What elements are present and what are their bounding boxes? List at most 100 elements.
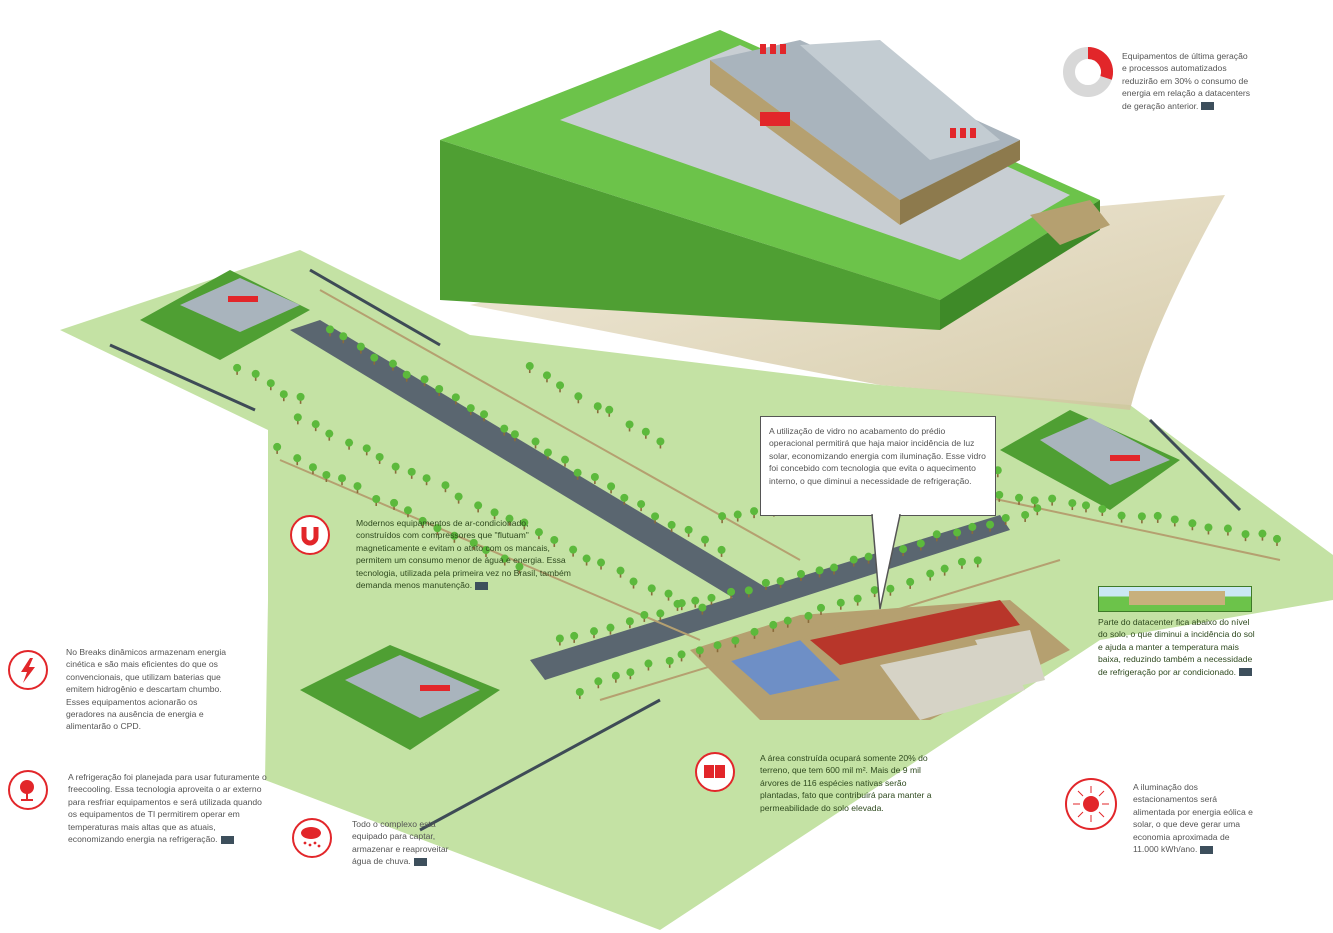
tree [701,535,710,547]
tree [870,586,879,598]
tree [435,385,444,397]
tree [481,546,490,558]
source-badge [220,835,234,844]
tree [626,668,635,680]
tree [474,501,483,513]
platform-side [440,140,940,330]
tree [744,586,753,598]
source-badge [1200,845,1214,854]
tree [1048,494,1057,506]
tree [849,555,858,567]
tree [451,393,460,405]
tree [362,444,371,456]
tree [266,379,275,391]
tree [796,569,805,581]
tree [750,507,759,519]
tree [932,530,941,542]
tree [664,589,673,601]
tree [543,448,552,460]
tree [986,520,995,532]
tree [611,671,620,683]
tree [804,611,813,623]
tree [1117,511,1126,523]
building-e [1000,410,1180,510]
tree [864,552,873,564]
tree [433,524,442,536]
tree [1030,496,1039,508]
tree [500,424,509,436]
tree [853,594,862,606]
tree [1081,501,1090,513]
source-badge [475,581,489,590]
tree [647,584,656,596]
tree [1001,513,1010,525]
tree [620,493,629,505]
tree [616,566,625,578]
tree [731,636,740,648]
tree [251,369,260,381]
note-nobreaks: No Breaks dinâmicos armazenam energia ci… [66,647,227,732]
tree [836,598,845,610]
perimeter [109,268,1242,832]
tree [1137,512,1146,524]
tree [573,468,582,480]
tree [607,482,616,494]
note-aircon: Modernos equipamentos de ar-condicionado… [356,518,571,591]
tree [322,470,331,482]
tree [273,442,282,454]
tree [569,545,578,557]
tree [776,577,785,589]
tree [695,646,704,658]
tree [677,650,686,662]
tree [1188,519,1197,531]
tree [953,528,962,540]
tree [388,359,397,371]
tree [593,402,602,414]
tree [698,603,707,615]
tree [311,420,320,432]
fan-icon [8,770,48,810]
tree [469,538,478,550]
tree [1021,510,1030,522]
tree [597,558,606,570]
tree [353,482,362,494]
tree [403,506,412,518]
tree [356,342,365,354]
tree [651,512,660,524]
tree [968,522,977,534]
tree [1241,530,1250,542]
tree [1153,511,1162,523]
donut-chart-icon [1062,46,1113,97]
tree [916,539,925,551]
tree [656,437,665,449]
tree [750,627,759,639]
tree [594,677,603,689]
tree [325,325,334,337]
tree [656,609,665,621]
tree [308,463,317,475]
tree [370,353,379,365]
tree [665,656,674,668]
tree [422,474,431,486]
tree [525,362,534,374]
source-badge [1201,102,1215,111]
tree [761,578,770,590]
callout-pointer [871,514,901,610]
tree [466,404,475,416]
tree [296,392,305,404]
building-sw [300,645,500,750]
note-freecooling: A refrigeração foi planejada para usar f… [68,772,267,845]
tree [556,381,565,393]
tree [637,500,646,512]
tree [454,492,463,504]
tree [717,545,726,557]
underground-thumbnail [1098,586,1252,612]
tree [644,659,653,671]
tree [534,528,543,540]
tree [1258,529,1267,541]
tree [940,564,949,576]
tree [1170,515,1179,527]
tree [1273,534,1282,546]
note-area: A área construída ocupará somente 20% do… [760,753,932,813]
